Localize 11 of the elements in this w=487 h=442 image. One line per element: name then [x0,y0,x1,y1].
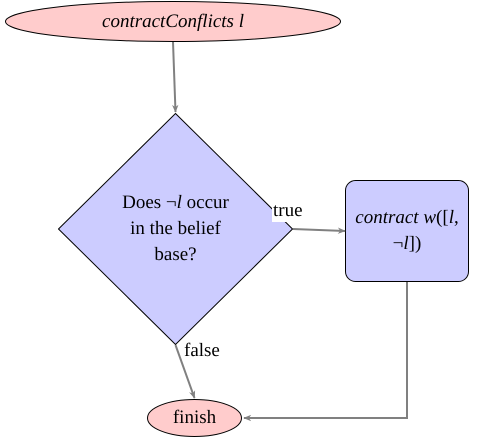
node-text: Does ¬l occur in the belief base? [121,191,230,267]
arrow [292,228,346,234]
process-box [345,180,469,282]
terminal-ellipse [147,399,242,437]
arrow [243,282,408,422]
terminal-ellipse [5,1,341,42]
arrow [172,42,178,113]
node-text: finish [172,406,218,430]
arrow [174,344,196,399]
node-text: contractConflicts l [101,10,245,34]
node-text: contract w([l, ¬l]) [354,206,460,256]
